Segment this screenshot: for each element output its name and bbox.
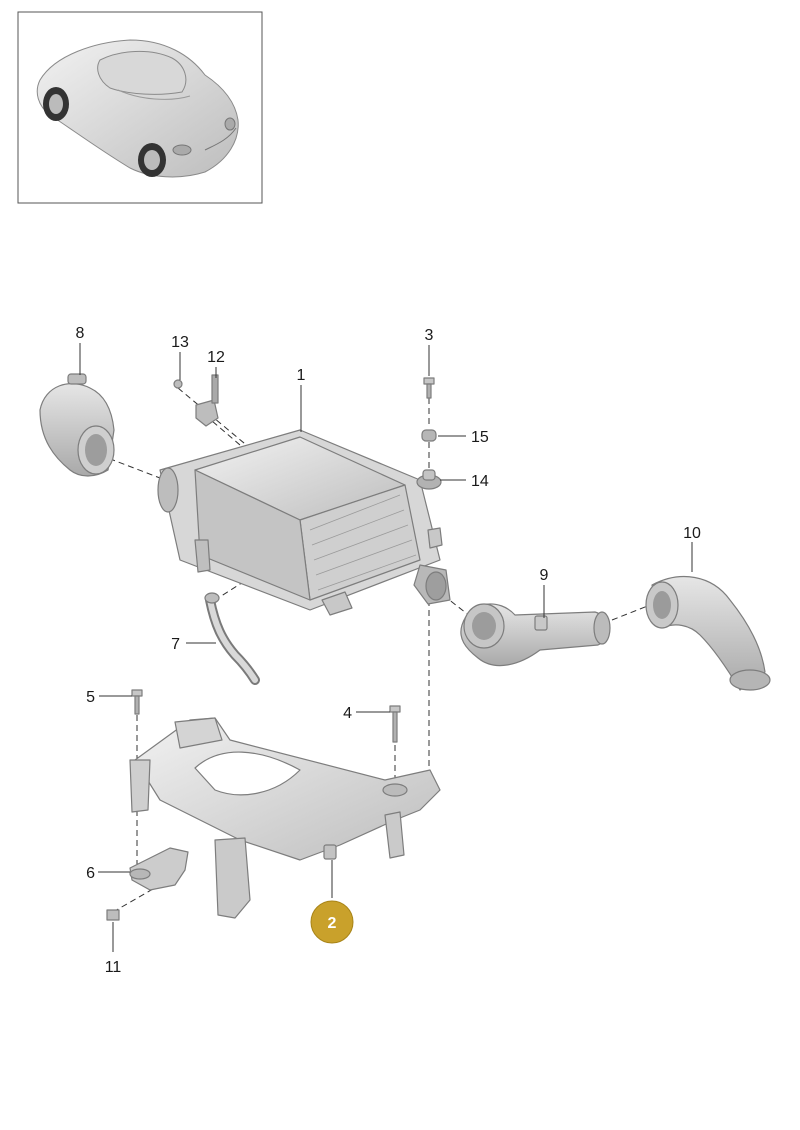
highlight-badge-circle [310,900,354,944]
part-10-air-pipe [645,576,771,691]
callout-9: 9 [540,567,549,584]
callout-10: 10 [683,525,701,542]
part-8-air-duct-elbow [39,373,115,477]
vehicle-thumbnail [17,11,263,204]
part-9-charge-hose [460,603,611,667]
car-illustration [36,39,239,178]
part-7-hose [204,592,260,685]
callout-12: 12 [207,349,225,366]
callout-1: 1 [297,367,306,384]
part-4-bolt [389,705,401,743]
part-12-sensor [195,374,219,427]
highlight-badge-label: 2 [328,915,337,932]
callout-11: 11 [105,959,122,976]
part-2-support-frame [129,717,441,919]
callout-14: 14 [471,473,489,490]
part-5-bolt [131,689,143,715]
callout-15: 15 [471,429,489,446]
callout-4: 4 [343,705,352,722]
part-13-screw [173,379,183,389]
callout-7: 7 [171,636,180,653]
callout-3: 3 [425,327,434,344]
part-1-intercooler [157,429,451,616]
highlight-badge-2[interactable]: 2 [310,900,354,944]
callout-5: 5 [86,689,95,706]
callout-8: 8 [76,325,85,342]
part-14-grommet [416,469,442,490]
callout-13: 13 [171,334,189,351]
part-11-nut [106,909,120,921]
callout-6: 6 [86,865,95,882]
part-15-cap [421,429,437,442]
callout-labels: 8 1 3 13 12 15 14 7 9 10 5 4 6 11 [76,325,701,976]
intercooler-fins [309,494,417,591]
leader-lines [79,343,693,952]
part-6-bracket [129,847,189,891]
part-3-bolt [423,377,435,399]
